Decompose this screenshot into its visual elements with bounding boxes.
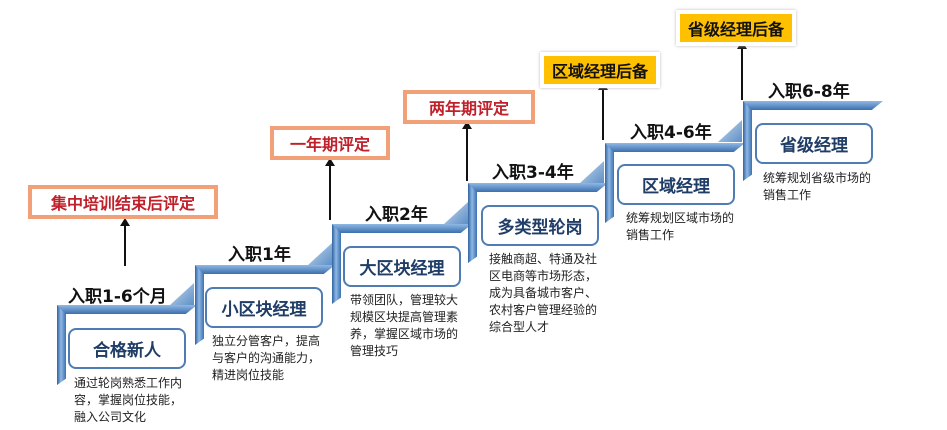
stair-triangle-1: [170, 283, 194, 305]
stage-desc-4: 接触商超、特通及社区电商等市场形态，成为具备城市客户、农村客户管理经验的综合型人…: [489, 252, 598, 334]
arrow-up-icon: [462, 121, 472, 181]
stair-riser-2: [195, 265, 204, 345]
arrow-up-icon: [598, 82, 608, 140]
stair-tread-1: [57, 305, 197, 314]
stair-triangle-2: [308, 243, 332, 265]
stage-year-3: 入职2年: [365, 205, 428, 225]
stair-tread-6: [743, 101, 883, 110]
arrow-up-icon: [120, 218, 130, 266]
stage-role-1: 合格新人: [68, 328, 186, 369]
evaluation-box-1: 集中培训结束后评定: [28, 185, 218, 219]
stair-riser-6: [743, 101, 752, 181]
stage-year-4: 入职3-4年: [492, 163, 574, 183]
evaluation-box-2: 一年期评定: [270, 126, 390, 160]
stage-role-5: 区域经理: [617, 164, 735, 205]
backup-box-2: 省级经理后备: [676, 10, 797, 46]
backup-label-1: 区域经理后备: [544, 56, 657, 84]
backup-label-2: 省级经理后备: [680, 14, 793, 42]
stage-desc-6: 统筹规划省级市场的销售工作: [763, 171, 872, 202]
stair-tread-3: [332, 224, 472, 233]
arrow-up-icon: [325, 158, 335, 220]
stair-triangle-3: [444, 202, 468, 224]
stage-role-4: 多类型轮岗: [481, 205, 599, 246]
stage-year-1: 入职1-6个月: [68, 287, 167, 307]
arrow-up-icon: [737, 41, 747, 100]
stair-triangle-5: [718, 120, 742, 142]
stair-riser-5: [605, 143, 614, 223]
stage-role-2: 小区块经理: [205, 287, 323, 328]
stair-riser-1: [57, 305, 66, 385]
stage-desc-1: 通过轮岗熟悉工作内容，掌握岗位技能，融入公司文化: [74, 376, 183, 424]
stage-role-3: 大区块经理: [343, 246, 461, 287]
stair-tread-4: [468, 183, 608, 192]
stage-year-6: 入职6-8年: [768, 82, 850, 102]
stage-role-6: 省级经理: [755, 123, 873, 164]
stage-desc-3: 带领团队，管理较大规模区块提高管理素养，掌握区域市场的管理技巧: [350, 293, 459, 358]
stage-desc-5: 统筹规划区域市场的销售工作: [626, 211, 735, 242]
stair-riser-4: [468, 183, 477, 263]
evaluation-box-3: 两年期评定: [403, 90, 535, 124]
stair-tread-5: [605, 143, 745, 152]
stage-year-5: 入职4-6年: [630, 123, 712, 143]
stair-riser-3: [332, 224, 341, 304]
stage-year-2: 入职1年: [228, 245, 291, 265]
stage-desc-2: 独立分管客户，提高与客户的沟通能力，精进岗位技能: [212, 334, 321, 382]
stair-tread-2: [195, 265, 335, 274]
backup-box-1: 区域经理后备: [540, 52, 661, 88]
stair-triangle-4: [580, 161, 604, 183]
